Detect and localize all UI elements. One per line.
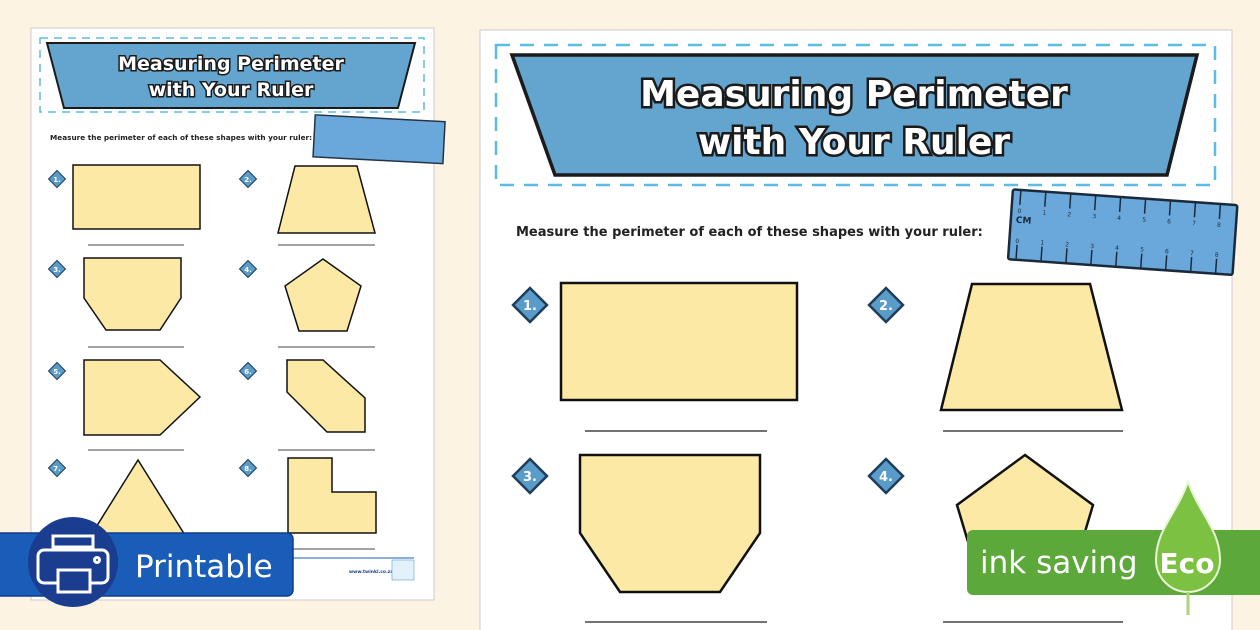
question-2: 2. bbox=[867, 282, 1124, 432]
ruler-image bbox=[312, 114, 446, 165]
ruler-number: 6 bbox=[1167, 218, 1171, 225]
question-8: 8. bbox=[238, 457, 377, 550]
ruler-tick bbox=[1068, 193, 1072, 209]
title-line-1: Measuring Perimeter bbox=[118, 53, 344, 75]
ruler-tick bbox=[1040, 246, 1043, 262]
question-3: 3. bbox=[47, 257, 184, 348]
svg-text:7.: 7. bbox=[53, 465, 61, 473]
question-1: 1. bbox=[47, 164, 201, 246]
dashed-border bbox=[39, 37, 425, 113]
question-6: 6. bbox=[238, 359, 375, 451]
ruler-number: 8 bbox=[1217, 222, 1221, 229]
title-banner bbox=[45, 42, 417, 109]
footer-url: www.twinkl.co.za bbox=[349, 569, 393, 575]
ruler-tick bbox=[1118, 196, 1122, 212]
printable-label: Printable bbox=[135, 549, 273, 585]
eco-label: ink saving bbox=[980, 545, 1138, 581]
ruler-tick bbox=[1115, 251, 1118, 267]
ruler-tick bbox=[1193, 202, 1197, 218]
ruler-number: 7 bbox=[1192, 220, 1196, 227]
ruler-number: 5 bbox=[1140, 246, 1144, 253]
question-2: 2. bbox=[238, 165, 376, 246]
ruler-number: 1 bbox=[1042, 210, 1046, 217]
ruler-image: 0 0 1 1 2 2 3 3 4 4 5 5 6 6 7 7 8 8 CM bbox=[1006, 188, 1239, 277]
svg-text:2.: 2. bbox=[879, 299, 893, 314]
question-5: 5. bbox=[47, 359, 202, 451]
instruction-text: Measure the perimeter of each of these s… bbox=[516, 225, 983, 240]
brand-logo bbox=[391, 559, 415, 581]
eco-badge: ink saving Eco bbox=[967, 479, 1260, 615]
question-1: 1. bbox=[511, 281, 799, 432]
ruler-unit-label: CM bbox=[1015, 216, 1031, 227]
eco-tag: Eco bbox=[1160, 547, 1215, 580]
title-line-2: with Your Ruler bbox=[698, 122, 1010, 163]
svg-text:1.: 1. bbox=[53, 176, 61, 184]
ruler-number: 3 bbox=[1092, 213, 1096, 220]
ruler-tick bbox=[1189, 256, 1193, 273]
ruler-tick bbox=[1065, 248, 1068, 264]
ruler-number: 0 bbox=[1015, 238, 1019, 245]
title-line-1: Measuring Perimeter bbox=[640, 74, 1068, 115]
svg-text:1.: 1. bbox=[523, 299, 537, 314]
ruler-number: 8 bbox=[1215, 252, 1219, 259]
printable-badge: Printable bbox=[0, 517, 294, 607]
worksheet-page-thumbnail: Measuring Perimeter with Your Ruler Meas… bbox=[30, 27, 446, 601]
instruction-text: Measure the perimeter of each of these s… bbox=[50, 133, 312, 142]
question-4: 4. bbox=[238, 258, 375, 348]
svg-text:2.: 2. bbox=[244, 176, 252, 184]
ruler-number: 0 bbox=[1017, 208, 1021, 215]
svg-text:3.: 3. bbox=[523, 470, 537, 485]
ruler-number: 2 bbox=[1065, 241, 1069, 248]
svg-text:4.: 4. bbox=[244, 266, 252, 274]
svg-text:4.: 4. bbox=[879, 470, 893, 485]
question-3: 3. bbox=[511, 453, 767, 623]
ruler-tick bbox=[1090, 250, 1093, 266]
ruler-number: 3 bbox=[1090, 243, 1094, 250]
ruler-number: 2 bbox=[1067, 211, 1071, 218]
ruler-number: 1 bbox=[1040, 239, 1044, 246]
svg-text:3.: 3. bbox=[53, 266, 61, 274]
title-line-2: with Your Ruler bbox=[149, 79, 314, 101]
ruler-tick bbox=[1019, 189, 1022, 205]
ruler-tick bbox=[1143, 198, 1147, 214]
ruler-number: 7 bbox=[1190, 250, 1194, 257]
ruler-number: 4 bbox=[1117, 215, 1121, 222]
ruler-tick bbox=[1093, 195, 1097, 211]
svg-text:6.: 6. bbox=[244, 368, 252, 376]
ruler-number: 6 bbox=[1165, 248, 1169, 255]
ruler-number: 4 bbox=[1115, 245, 1119, 252]
svg-text:8.: 8. bbox=[244, 465, 252, 473]
ruler-tick bbox=[1214, 258, 1218, 274]
ruler-tick bbox=[1168, 200, 1172, 216]
svg-text:5.: 5. bbox=[53, 368, 61, 376]
ruler-tick bbox=[1218, 203, 1222, 219]
ruler-tick bbox=[1139, 253, 1143, 269]
worksheet-page-zoomed: Measuring Perimeter with Your Ruler Meas… bbox=[479, 29, 1239, 630]
title-banner bbox=[509, 53, 1200, 177]
printer-icon bbox=[36, 534, 110, 594]
ruler-number: 5 bbox=[1142, 217, 1146, 224]
ruler-tick bbox=[1164, 255, 1168, 271]
ruler-tick bbox=[1044, 191, 1047, 207]
ruler-tick bbox=[1015, 244, 1018, 260]
